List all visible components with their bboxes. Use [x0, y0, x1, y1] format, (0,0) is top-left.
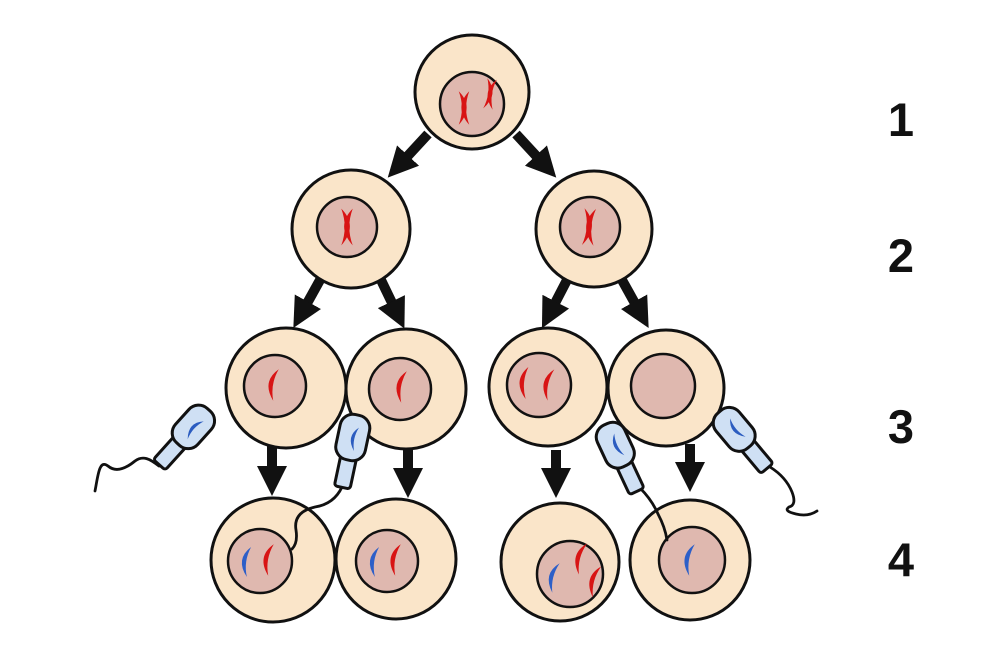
cell-stage4-3-trisomic	[499, 501, 621, 623]
cell-nucleus	[226, 527, 294, 595]
arrow-stage2-to-3	[541, 277, 572, 329]
cell-stage2-left	[290, 168, 412, 290]
division-arrows	[257, 130, 705, 498]
cell-stage2-right	[534, 169, 654, 289]
cell-stage3-1	[224, 326, 348, 450]
stage-label-4: 4	[888, 533, 914, 586]
arrow-stage2-to-3	[617, 277, 649, 328]
cell-nucleus	[629, 352, 697, 420]
sperm-icon	[708, 402, 779, 478]
cell-nucleus	[535, 539, 605, 609]
sperm-tail	[638, 486, 669, 542]
sperm-icon	[148, 400, 220, 475]
sperm-tail	[768, 465, 819, 517]
cell-nucleus	[505, 351, 573, 419]
sperm-tail	[93, 456, 161, 493]
cell-stage3-3-disomic	[487, 326, 609, 448]
stage-label-2: 2	[888, 229, 914, 282]
cell-nucleus	[657, 525, 727, 595]
stage-label-1: 1	[888, 93, 914, 146]
cell-nucleus	[354, 528, 420, 594]
cell-stage4-1-zygote	[209, 496, 337, 624]
stage-label-3: 3	[888, 400, 914, 453]
cell-stage3-2	[344, 327, 468, 451]
cell-stage3-4-empty	[606, 328, 726, 448]
cell-stage1-parent	[413, 33, 531, 151]
cell-stage4-4-monosomic	[628, 498, 752, 622]
cell-nucleus	[242, 353, 308, 419]
cell-stage4-2-zygote	[334, 497, 458, 621]
arrow-stage2-to-3	[376, 277, 405, 329]
arrow-stage1-to-2-left	[387, 130, 432, 178]
arrow-stage2-to-3	[293, 277, 325, 328]
cell-nucleus	[438, 70, 506, 138]
arrow-stage1-to-2-right	[512, 130, 557, 178]
sperm-tail	[290, 485, 344, 551]
